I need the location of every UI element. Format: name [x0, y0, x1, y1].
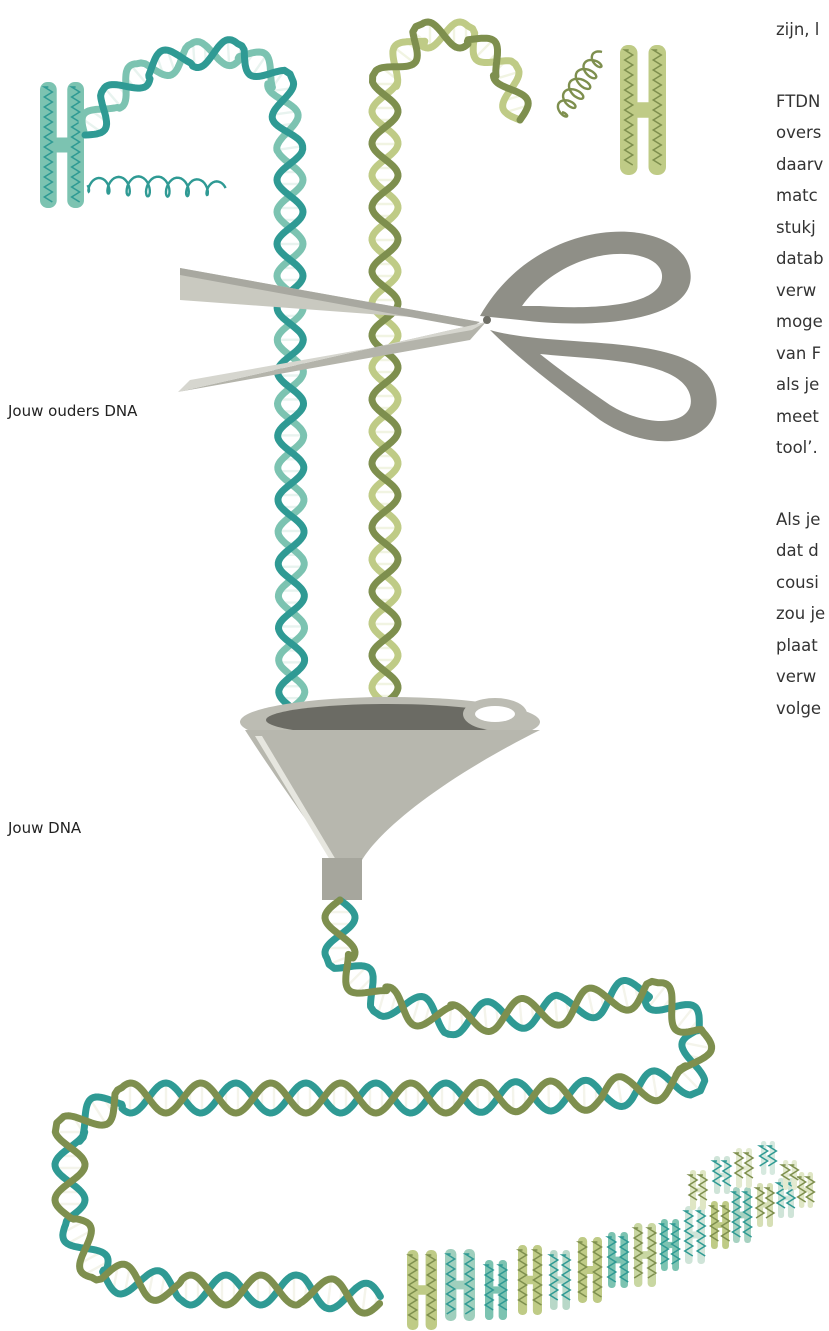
funnel-icon [240, 697, 540, 900]
parent-dna-strands [82, 22, 528, 740]
child-chromosome-row [407, 1141, 814, 1330]
side-paragraph-3: Als je dat d cousi zou je plaat verw vol… [776, 504, 829, 725]
side-paragraph-1: zijn, l [776, 14, 829, 46]
side-paragraph-2: FTDN overs daarv matc stukj datab verw m… [776, 86, 829, 464]
side-text-column: zijn, l FTDN overs daarv matc stukj data… [776, 14, 829, 794]
your-dna-label: Jouw DNA [8, 819, 81, 837]
parents-dna-label: Jouw ouders DNA [8, 402, 137, 420]
scissors-icon [178, 232, 717, 442]
